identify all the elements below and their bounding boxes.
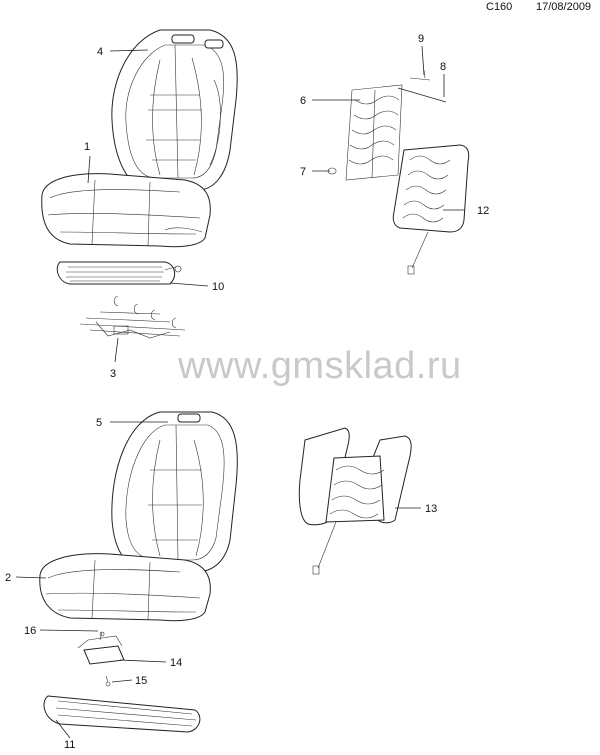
support-rod — [397, 69, 447, 103]
diagram-date: 17/08/2009 — [536, 1, 592, 13]
callout-10: 10 — [212, 281, 224, 293]
callout-12: 12 — [477, 205, 489, 217]
callout-5: 5 — [96, 417, 102, 429]
callout-7: 7 — [300, 166, 306, 178]
seat-cushion-bottom — [39, 553, 211, 622]
seat-cushion-top — [41, 173, 211, 248]
heater-pad-top — [56, 261, 182, 285]
heater-element-back — [392, 144, 470, 275]
wire-mat — [327, 84, 403, 181]
callout-labels: 4 1 6 7 8 9 10 12 3 5 2 13 16 14 15 11 — [5, 33, 489, 751]
leader-lines — [15, 45, 465, 739]
callout-6: 6 — [300, 95, 306, 107]
callout-1: 1 — [84, 141, 90, 153]
wiring-harness-top — [79, 295, 186, 339]
callout-14: 14 — [170, 657, 182, 669]
control-module — [77, 631, 125, 687]
callout-16: 16 — [24, 625, 36, 637]
callout-4: 4 — [97, 46, 103, 58]
diagram-code: C160 — [486, 1, 513, 13]
callout-11: 11 — [64, 739, 75, 751]
watermark: www.gmsklad.ru — [178, 345, 462, 387]
callout-3: 3 — [110, 368, 116, 380]
callout-15: 15 — [135, 675, 147, 687]
heater-pad-bottom — [43, 695, 201, 733]
callout-2: 2 — [5, 572, 11, 584]
seat-back-top — [111, 29, 238, 191]
callout-13: 13 — [425, 503, 437, 515]
callout-9: 9 — [418, 33, 424, 45]
heater-element-bottom — [298, 427, 412, 575]
callout-8: 8 — [440, 61, 446, 73]
seat-back-bottom — [111, 411, 238, 573]
